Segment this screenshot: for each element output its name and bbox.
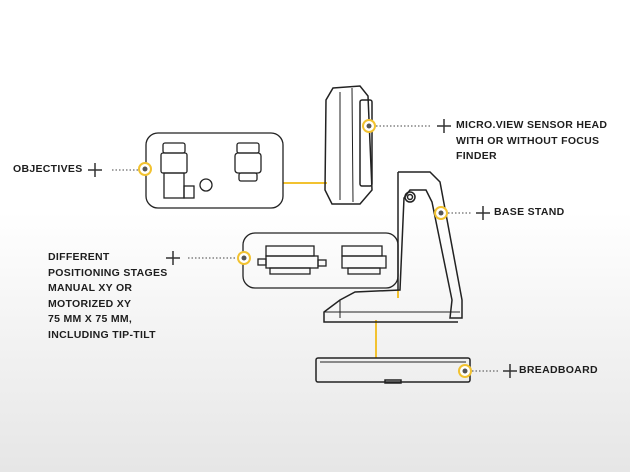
- label-line: INCLUDING TIP-TILT: [48, 328, 156, 341]
- base-stand-drawing: [323, 171, 463, 323]
- callout-stages: [166, 251, 251, 265]
- label-line: MANUAL XY OR: [48, 282, 133, 294]
- callout-sensor-head: [362, 119, 451, 133]
- plus-icon: [88, 163, 102, 177]
- label-breadboard: BREADBOARD: [519, 363, 598, 379]
- plus-icon: [503, 364, 517, 378]
- label-stages: DIFFERENT POSITIONING STAGES MANUAL XY O…: [48, 250, 168, 343]
- label-line: BREADBOARD: [519, 364, 598, 376]
- callout-breadboard: [458, 364, 517, 378]
- stages-box: [242, 232, 399, 289]
- label-objectives: OBJECTIVES: [13, 162, 83, 178]
- label-base-stand: BASE STAND: [494, 205, 564, 221]
- plus-icon: [437, 119, 451, 133]
- label-line: MOTORIZED XY: [48, 297, 132, 310]
- label-line: BASE STAND: [494, 206, 565, 218]
- callout-base-stand: [434, 206, 490, 220]
- label-line: POSITIONING STAGES: [48, 266, 168, 279]
- label-line: DIFFERENT: [48, 251, 110, 263]
- sensor-head-drawing: [324, 85, 373, 205]
- callout-objectives: [88, 162, 152, 177]
- label-line: OBJECTIVES: [13, 163, 83, 175]
- plus-icon: [166, 251, 180, 265]
- label-line: MICRO.VIEW SENSOR HEAD: [456, 119, 608, 131]
- label-line: WITH OR WITHOUT FOCUS: [456, 134, 600, 147]
- label-sensor-head: MICRO.VIEW SENSOR HEAD WITH OR WITHOUT F…: [456, 118, 607, 165]
- label-line: FINDER: [456, 150, 497, 162]
- plus-icon: [476, 206, 490, 220]
- objectives-box: [145, 132, 284, 209]
- label-line: 75 MM X 75 MM,: [48, 313, 133, 325]
- breadboard-drawing: [315, 357, 471, 384]
